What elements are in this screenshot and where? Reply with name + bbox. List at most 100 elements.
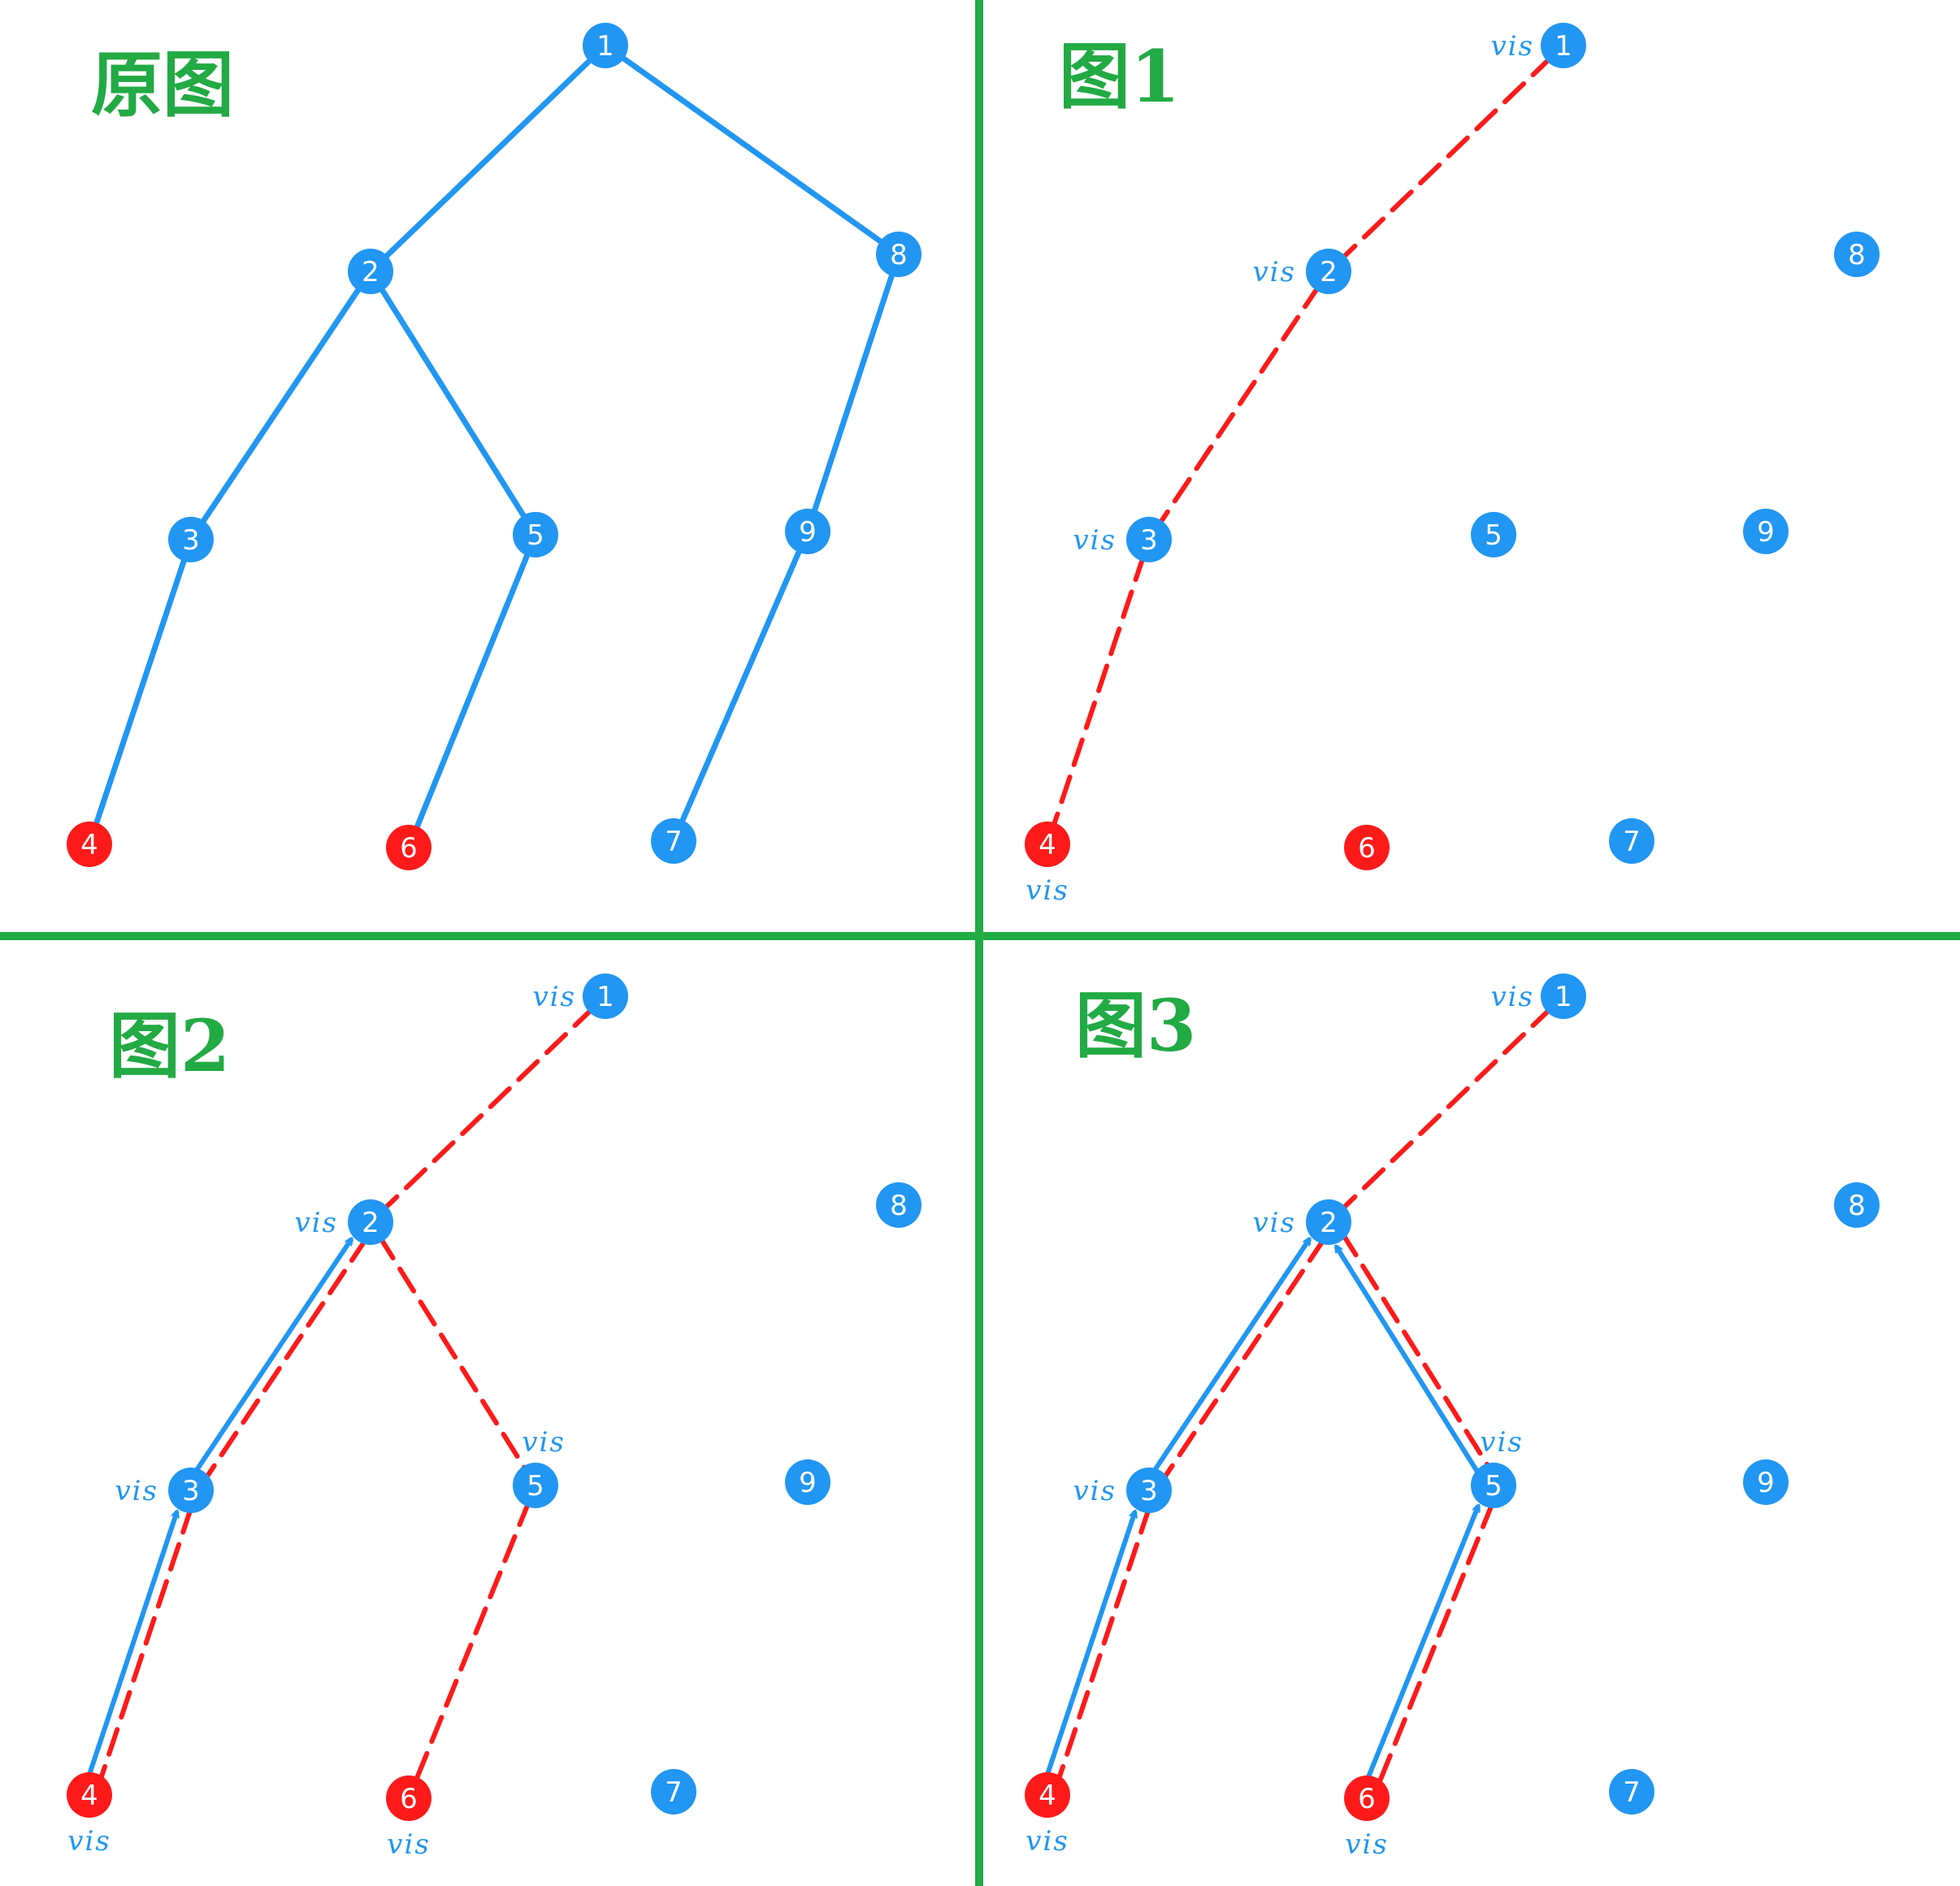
panel-title: 原图	[91, 42, 234, 127]
node-9: 9	[1743, 1459, 1789, 1505]
vis-label: vis	[1480, 1426, 1524, 1459]
dashed-edge-1-2	[1338, 1004, 1555, 1214]
node-circle	[1609, 818, 1654, 864]
vis-label: vis	[294, 1207, 338, 1239]
node-1: 1	[583, 23, 628, 68]
node-label: 7	[1623, 1776, 1641, 1809]
node-9: 9	[1743, 509, 1789, 554]
node-7: 7	[651, 818, 696, 864]
node-7: 7	[1609, 818, 1654, 864]
dashed-edge-3-4	[1050, 552, 1147, 832]
node-circle	[168, 1468, 214, 1513]
dashed-edge-5-6	[412, 1498, 532, 1786]
dashed-edge-2-3	[1160, 1236, 1327, 1483]
panel-title: 图1	[1059, 34, 1180, 119]
panel-0: 原图 1 2 3 4 5 6 7 8 9	[67, 23, 921, 870]
node-circle	[1541, 973, 1586, 1019]
node-label: 7	[1623, 826, 1641, 858]
node-1: 1 vis	[532, 973, 628, 1019]
vis-label: vis	[522, 1426, 566, 1459]
vis-label: vis	[1073, 1475, 1117, 1507]
node-1: 1 vis	[1490, 23, 1586, 68]
node-circle	[1743, 1459, 1789, 1505]
node-label: 6	[1358, 832, 1376, 865]
node-5: 5	[513, 512, 558, 557]
node-circle	[785, 1459, 830, 1505]
node-circle	[67, 822, 112, 867]
node-label: 6	[400, 832, 418, 865]
node-circle	[513, 1463, 558, 1508]
node-label: 8	[1848, 239, 1866, 271]
node-circle	[1834, 1182, 1880, 1228]
node-label: 7	[665, 1776, 683, 1809]
return-arrow-3-2	[1151, 1238, 1312, 1473]
vis-label: vis	[1345, 1828, 1389, 1861]
node-circle	[651, 1769, 696, 1814]
dashed-edge-1-2	[1338, 54, 1555, 263]
node-7: 7	[651, 1769, 696, 1814]
node-label: 1	[1555, 30, 1572, 63]
vis-label: vis	[1026, 874, 1069, 907]
node-8: 8	[876, 1182, 921, 1228]
node-label: 4	[80, 1780, 98, 1812]
node-circle	[785, 509, 830, 554]
dashed-edge-2-5	[1339, 1230, 1493, 1472]
node-circle	[1743, 509, 1789, 554]
node-label: 1	[596, 981, 614, 1013]
dashed-edge-2-3	[202, 1236, 369, 1483]
node-circle	[583, 23, 628, 68]
node-circle	[1471, 512, 1516, 557]
panel-title: 图3	[1075, 983, 1196, 1068]
vis-label: vis	[1490, 30, 1534, 63]
node-label: 5	[527, 519, 544, 552]
tree-edge-2-5	[368, 270, 538, 536]
return-arrow-4-3	[86, 1511, 177, 1777]
node-circle	[1025, 822, 1070, 867]
node-circle	[1344, 1775, 1390, 1821]
vis-label: vis	[1073, 524, 1117, 557]
node-label: 2	[362, 256, 379, 288]
node-3: 3	[168, 517, 214, 562]
vis-label: vis	[1252, 1207, 1296, 1239]
node-circle	[1306, 249, 1351, 294]
node-9: 9	[785, 1459, 830, 1505]
node-2: 2	[348, 249, 393, 294]
dashed-edge-2-3	[1156, 282, 1322, 529]
node-label: 9	[1757, 1467, 1775, 1499]
node-label: 6	[400, 1783, 418, 1815]
node-3: 3 vis	[1073, 517, 1172, 562]
tree-edge-3-4	[86, 538, 194, 846]
node-label: 3	[182, 1475, 200, 1507]
node-label: 7	[665, 826, 683, 858]
node-circle	[1541, 23, 1586, 68]
node-label: 9	[1757, 516, 1775, 548]
dashed-edge-5-6	[1375, 1500, 1495, 1788]
node-circle	[1025, 1772, 1070, 1818]
node-label: 8	[1848, 1190, 1866, 1222]
node-label: 6	[1358, 1783, 1376, 1815]
vis-label: vis	[1026, 1825, 1069, 1858]
return-arrow-3-2	[193, 1238, 354, 1473]
tree-edge-1-2	[368, 43, 608, 274]
node-label: 3	[1140, 524, 1158, 557]
vis-label: vis	[532, 981, 576, 1013]
node-circle	[513, 512, 558, 557]
node-label: 4	[80, 829, 98, 861]
node-circle	[1834, 232, 1880, 277]
node-label: 8	[890, 239, 908, 271]
node-6: 6	[1344, 825, 1390, 870]
return-arrow-5-2	[1333, 1246, 1481, 1476]
node-9: 9	[785, 509, 830, 554]
node-8: 8	[1834, 232, 1880, 277]
node-label: 1	[1555, 981, 1572, 1013]
